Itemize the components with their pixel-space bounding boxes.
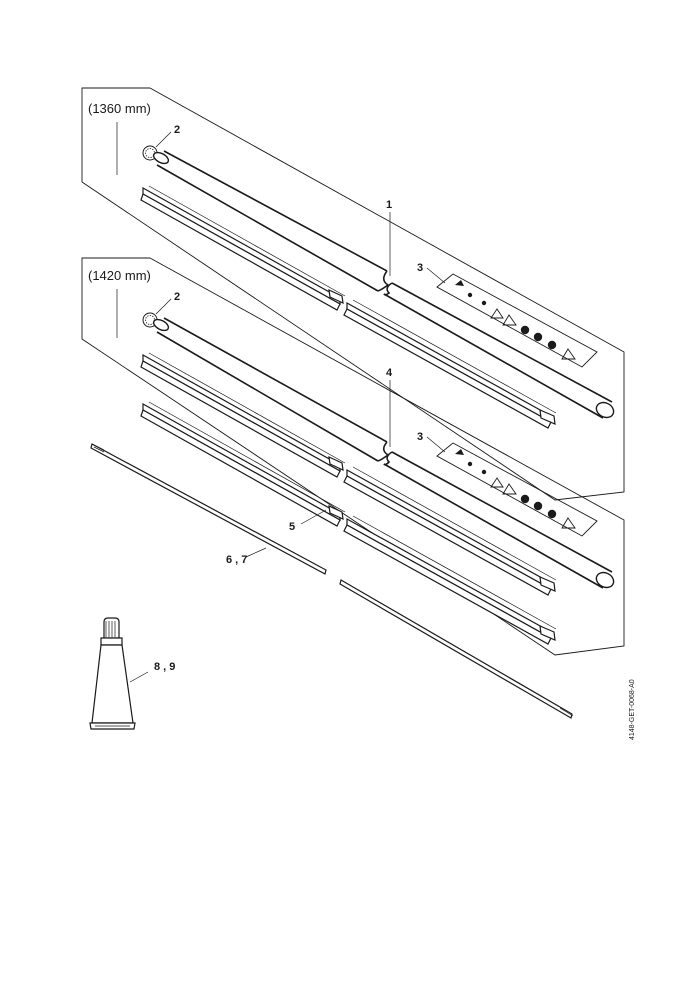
drive-tube-1420-left [152, 317, 390, 462]
leader-5 [300, 509, 327, 525]
callout-2-top: 2 [174, 124, 180, 136]
box-1360mm: (1360 mm) [81, 87, 625, 501]
liner-1360-right [343, 299, 557, 429]
drive-tube-1360-right [383, 282, 615, 419]
callout-5: 5 [289, 521, 295, 533]
liner-1420-b-right [343, 515, 557, 645]
liner-1420-b-left [140, 401, 346, 527]
liner-1420-a-right [343, 466, 557, 596]
warning-decal-bottom: 3 [417, 431, 598, 537]
drive-shaft [90, 443, 574, 719]
box-1420mm: (1420 mm) [81, 257, 625, 656]
grease-tube [89, 617, 149, 730]
box-1420-title: (1420 mm) [88, 268, 151, 283]
reference-code: 4148-GET-0068-A0 [629, 679, 636, 740]
box-1360-title: (1360 mm) [88, 101, 151, 116]
callout-3-bottom: 3 [417, 431, 423, 443]
callout-3-top: 3 [417, 262, 423, 274]
liner-1420-a-left [140, 352, 346, 478]
callout-2-bottom: 2 [174, 291, 180, 303]
callout-8-9: 8 , 9 [154, 661, 175, 673]
warning-decal-top: 3 [417, 262, 598, 368]
callout-1: 1 [386, 199, 392, 211]
drive-tube-1360-left [152, 150, 390, 292]
drive-tube-1420-right [383, 451, 615, 589]
leader-6-7 [245, 547, 267, 558]
liner-1360-left [140, 185, 346, 311]
callout-4: 4 [386, 367, 393, 379]
callout-6-7: 6 , 7 [226, 554, 247, 566]
